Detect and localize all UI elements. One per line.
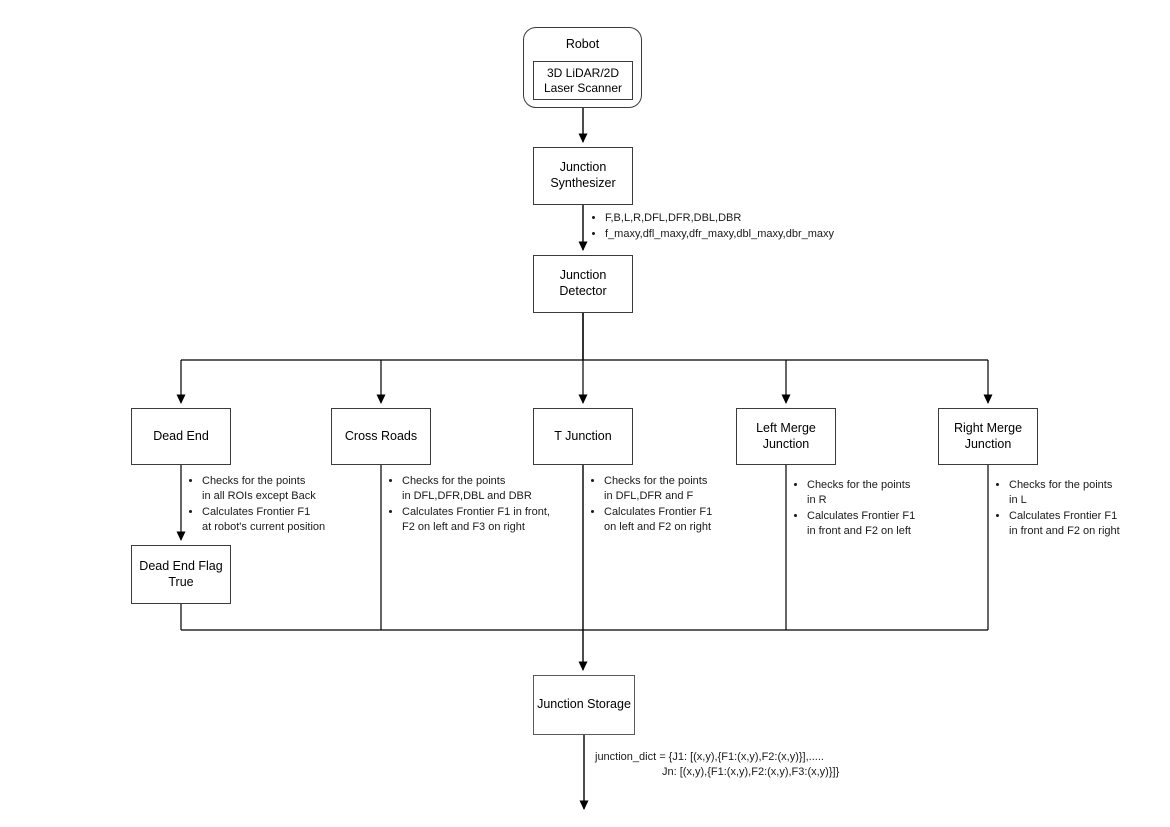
node-junction-synthesizer: Junction Synthesizer [533, 147, 633, 205]
left-merge-label: Left Merge Junction [756, 420, 816, 451]
dead-end-bullet-list: Checks for the points in all ROIs except… [186, 474, 372, 536]
bullet-item: Calculates Frontier F1 in front, F2 on l… [402, 505, 582, 535]
node-right-merge-junction: Right Merge Junction [938, 408, 1038, 465]
node-lidar-scanner: 3D LiDAR/2D Laser Scanner [533, 61, 633, 100]
bullet-item: Calculates Frontier F1 at robot's curren… [202, 505, 372, 535]
junction-synthesizer-label: Junction Synthesizer [550, 160, 616, 190]
dead-end-flag-label: Dead End Flag True [139, 558, 223, 589]
cross-roads-bullet-list: Checks for the points in DFL,DFR,DBL and… [386, 474, 582, 536]
junction-detector-label: Junction Detector [559, 268, 607, 298]
bullet-item: F,B,L,R,DFL,DFR,DBL,DBR [605, 211, 895, 226]
bullet-item: Checks for the points in R [807, 478, 972, 508]
t-junction-label: T Junction [554, 428, 612, 443]
junction-storage-label: Junction Storage [537, 697, 631, 712]
node-t-junction: T Junction [533, 408, 633, 465]
cross-roads-label: Cross Roads [344, 428, 418, 443]
synthesizer-output-list: F,B,L,R,DFL,DFR,DBL,DBR f_maxy,dfl_maxy,… [589, 211, 895, 243]
node-cross-roads: Cross Roads [331, 408, 431, 465]
right-merge-bullet-list: Checks for the points in L Calculates Fr… [993, 478, 1170, 540]
bullet-item: Calculates Frontier F1 in front and F2 o… [807, 509, 972, 539]
junction-dict-annotation-line2: Jn: [(x,y),{F1:(x,y),F2:(x,y),F3:(x,y)}]… [662, 766, 840, 778]
node-dead-end: Dead End [131, 408, 231, 465]
bullet-item: Calculates Frontier F1 in front and F2 o… [1009, 509, 1170, 539]
node-left-merge-junction: Left Merge Junction [736, 408, 836, 465]
dead-end-label: Dead End [153, 428, 209, 443]
bullet-item: Checks for the points in DFL,DFR,DBL and… [402, 474, 582, 504]
junction-dict-annotation-line1: junction_dict = {J1: [(x,y),{F1:(x,y),F2… [595, 751, 824, 763]
t-junction-bullet-list: Checks for the points in DFL,DFR and F C… [588, 474, 774, 536]
right-merge-label: Right Merge Junction [953, 420, 1023, 451]
node-dead-end-flag-true: Dead End Flag True [131, 545, 231, 604]
bullet-item: f_maxy,dfl_maxy,dfr_maxy,dbl_maxy,dbr_ma… [605, 227, 895, 242]
bullet-item: Checks for the points in DFL,DFR and F [604, 474, 774, 504]
robot-title: Robot [565, 37, 600, 51]
bullet-item: Checks for the points in L [1009, 478, 1170, 508]
node-junction-storage: Junction Storage [533, 675, 635, 735]
left-merge-bullet-list: Checks for the points in R Calculates Fr… [791, 478, 972, 540]
bullet-item: Checks for the points in all ROIs except… [202, 474, 372, 504]
lidar-scanner-label: 3D LiDAR/2D Laser Scanner [543, 65, 623, 95]
bullet-item: Calculates Frontier F1 on left and F2 on… [604, 505, 774, 535]
node-junction-detector: Junction Detector [533, 255, 633, 313]
